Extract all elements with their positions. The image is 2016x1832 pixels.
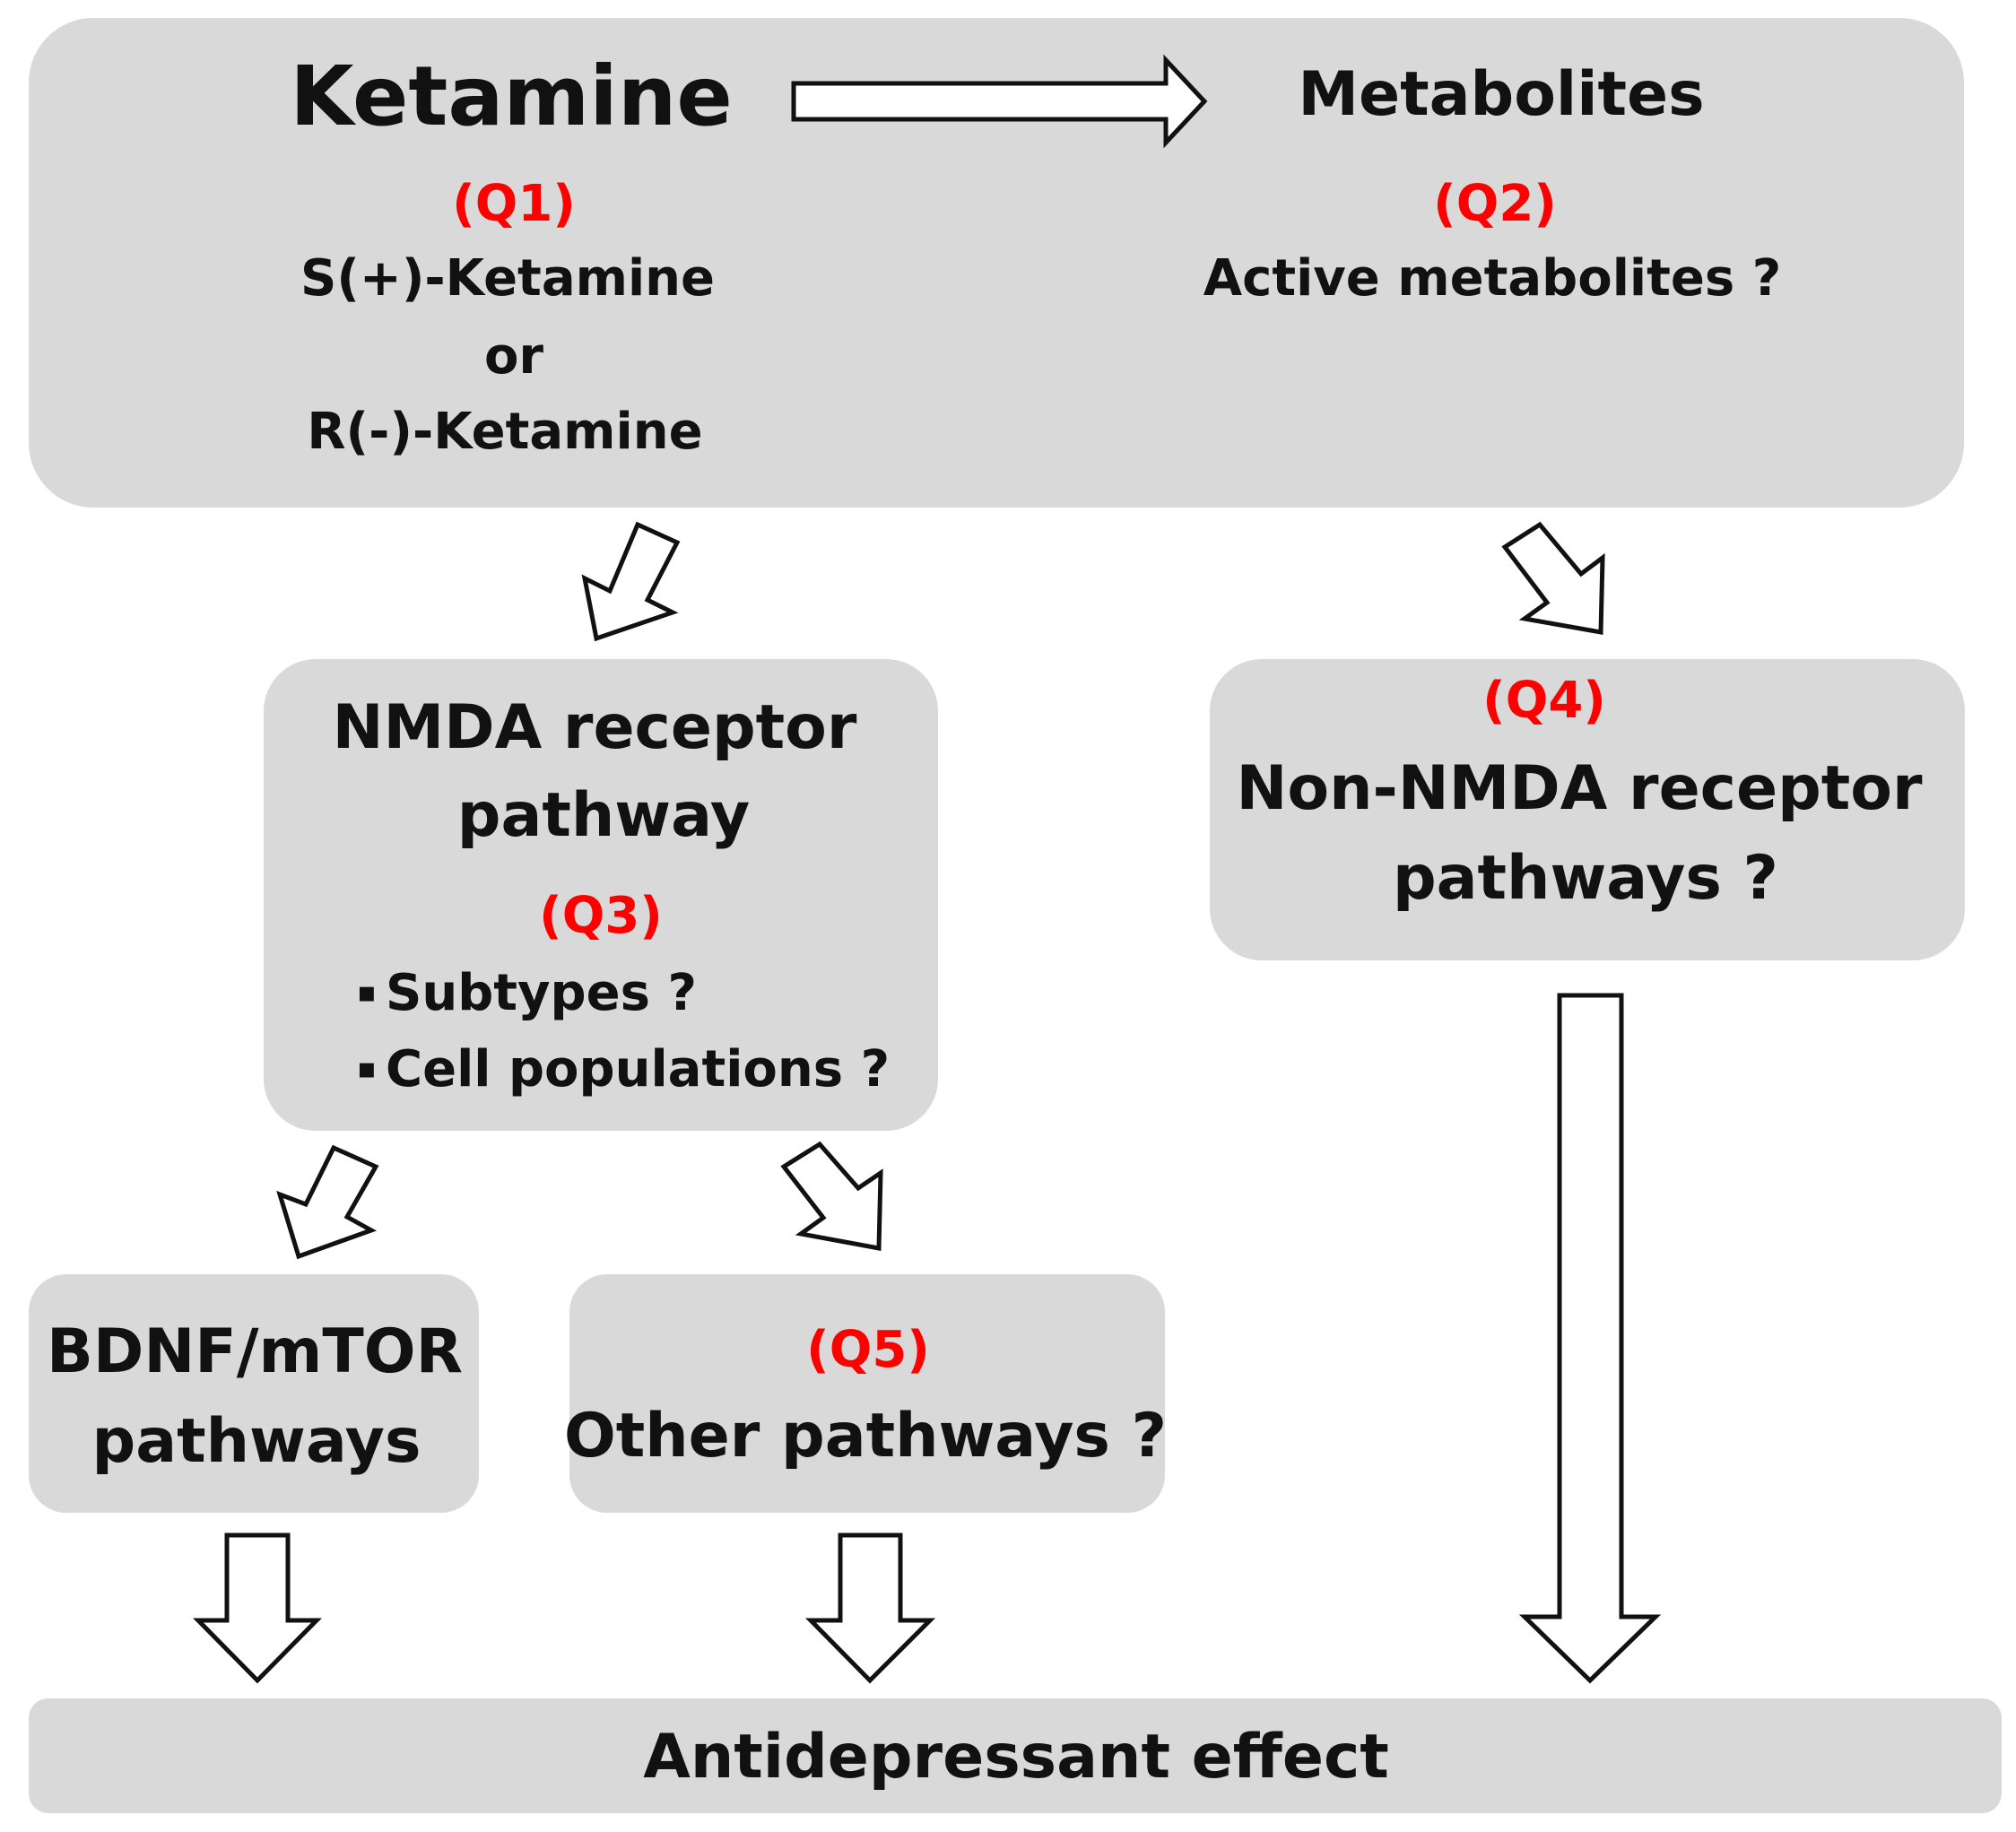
arrow-nmda-to-bdnf [276, 1144, 379, 1260]
bdnf-title-line-1: BDNF/mTOR [47, 1316, 463, 1387]
ketamine-line-r-minus: R(-)-Ketamine [307, 403, 703, 461]
arrow-bdnf-to-effect [193, 1532, 322, 1684]
bdnf-mtor-box [29, 1274, 479, 1513]
non-nmda-title-line-2: pathways ? [1392, 843, 1779, 914]
ketamine-title: Ketamine [290, 48, 733, 144]
ketamine-line-or: or [483, 327, 544, 386]
bdnf-title-line-2: pathways [91, 1406, 421, 1477]
metabolites-title: Metabolites [1298, 59, 1705, 130]
q2-label: (Q2) [1433, 175, 1557, 233]
nmda-bullet-subtypes: Subtypes ? [386, 964, 697, 1022]
q5-label: (Q5) [806, 1321, 930, 1379]
nmda-bullet-marker-2: ▪ [357, 1051, 377, 1085]
arrow-ketamine-to-metabolites [791, 54, 1208, 149]
q3-label: (Q3) [539, 887, 663, 945]
antidepressant-effect-title: Antidepressant effect [643, 1722, 1389, 1793]
nmda-bullet-marker-1: ▪ [357, 975, 377, 1009]
non-nmda-title-line-1: Non-NMDA receptor [1236, 753, 1923, 824]
arrow-ketamine-to-nmda [581, 521, 681, 642]
nmda-title-line-2: pathway [456, 780, 751, 851]
antidepressant-effect-box [29, 1698, 2002, 1813]
metabolites-question: Active metabolites ? [1203, 249, 1782, 308]
arrow-nmda-to-other [780, 1141, 883, 1251]
q1-label: (Q1) [452, 175, 576, 233]
arrow-metabolites-to-non-nmda [1501, 521, 1605, 635]
arrow-other-to-effect [805, 1532, 936, 1684]
other-pathways-title: Other pathways ? [563, 1401, 1168, 1472]
nmda-receptor-box [264, 659, 938, 1131]
nmda-title-line-1: NMDA receptor [332, 692, 857, 763]
arrow-non-nmda-to-effect [1518, 993, 1662, 1684]
nmda-bullet-cell-populations: Cell populations ? [386, 1040, 891, 1098]
non-nmda-receptor-box [1210, 659, 1965, 960]
ketamine-line-s-plus: S(+)-Ketamine [300, 249, 716, 308]
other-pathways-box [569, 1274, 1165, 1513]
q4-label: (Q4) [1482, 672, 1606, 730]
